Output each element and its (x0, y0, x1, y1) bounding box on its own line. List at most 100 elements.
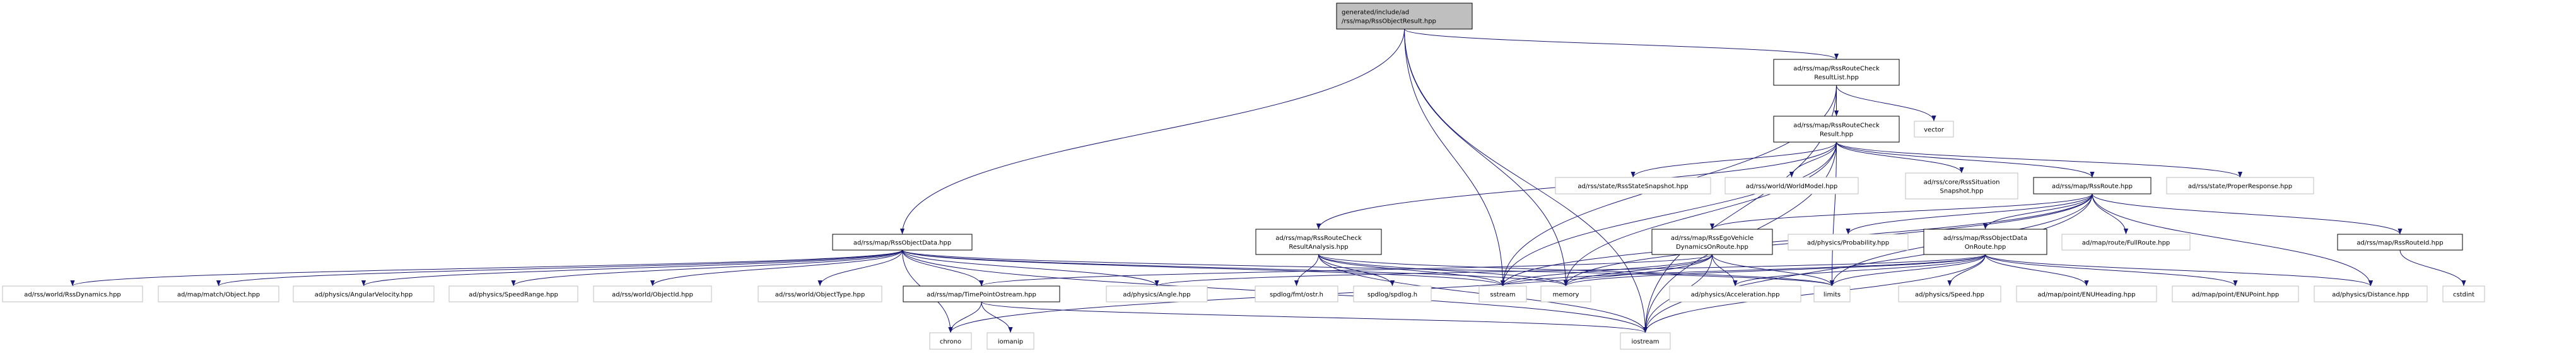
edge-root-to-rcrl (1404, 28, 1839, 60)
node-box (1651, 229, 1773, 255)
edge-objroute-to-accel (1733, 254, 1986, 287)
edge-rcr-to-limits (1829, 141, 1837, 287)
edge-route-to-ego (1710, 193, 2093, 230)
edge-objroute-to-limits (1829, 254, 1986, 287)
node-objtype: ad/rss/world/ObjectType.hpp (758, 285, 882, 302)
node-chrono: chrono (929, 332, 972, 350)
node-label: iomanip (998, 338, 1023, 345)
node-label: ad/physics/Probability.hpp (1807, 240, 1889, 247)
node-speedrange: ad/physics/SpeedRange.hpp (448, 285, 578, 302)
node-box (832, 234, 973, 251)
edge-tpo-to-iomanip (981, 301, 1013, 333)
node-box (1773, 116, 1900, 143)
edge-objroute-to-sstream (1501, 254, 1986, 287)
node-label: cstdint (2453, 292, 2474, 299)
node-route[interactable]: ad/rss/map/RssRoute.hpp (2033, 177, 2152, 194)
node-prob: ad/physics/Probability.hpp (1788, 234, 1909, 251)
edges-layer (70, 28, 2466, 333)
node-speed: ad/physics/Speed.hpp (1898, 285, 2001, 302)
edge-ego-to-tpo (979, 254, 1712, 287)
node-iostream: iostream (1620, 332, 1671, 350)
node-box (2, 285, 143, 302)
node-box (1620, 332, 1671, 350)
node-box (758, 285, 882, 302)
node-objid: ad/rss/world/ObjectId.hpp (593, 285, 712, 302)
node-label: ad/physics/AngularVelocity.hpp (315, 292, 413, 299)
edge-ego-to-sstream (1501, 254, 1712, 287)
node-box (293, 285, 435, 302)
node-label: ad/map/match/Object.hpp (177, 292, 260, 299)
node-tpo[interactable]: ad/rss/map/TimePointOstream.hpp (903, 285, 1060, 302)
node-analysis[interactable]: ad/rss/map/RssRouteCheckResultAnalysis.h… (1255, 229, 1382, 255)
node-box (2337, 234, 2463, 251)
edge-rcr-to-sstream (1500, 141, 1837, 287)
node-label: ad/rss/map/TimePointOstream.hpp (927, 292, 1036, 299)
edge-objroute-to-enuh (1985, 254, 2089, 287)
node-label: ad/map/point/ENUPoint.hpp (2192, 292, 2279, 299)
node-label: ad/rss/core/RssSituation (1924, 179, 2000, 186)
node-objdata[interactable]: ad/rss/map/RssObjectData.hpp (832, 234, 973, 251)
node-label: ad/rss/world/RssDynamics.hpp (24, 292, 121, 299)
node-label: chrono (940, 338, 961, 345)
node-routeid[interactable]: ad/rss/map/RssRouteId.hpp (2337, 234, 2463, 251)
edge-objdata-to-mobj (216, 249, 903, 287)
edge-analysis-to-ostr (1294, 254, 1319, 287)
node-label: spdlog/fmt/ostr.h (1270, 292, 1323, 299)
edge-route-to-fullroute (2092, 193, 2129, 235)
node-box (929, 332, 972, 350)
node-label: ad/rss/map/RssRoute.hpp (2052, 183, 2133, 190)
edge-objdata-to-angvel (361, 249, 903, 287)
node-label: ad/map/point/ENUHeading.hpp (2037, 292, 2135, 299)
node-box (1106, 285, 1208, 302)
node-mobj: ad/map/match/Object.hpp (158, 285, 279, 302)
node-label: ad/rss/world/ObjectId.hpp (612, 292, 693, 299)
node-box (1724, 177, 1859, 194)
node-box (2442, 285, 2485, 302)
edge-rcr-to-sitsnap (1836, 141, 1964, 174)
edge-root-to-objdata (899, 28, 1405, 235)
node-root[interactable]: generated/include/ad/rss/map/RssObjectRe… (1336, 3, 1473, 30)
node-box (2314, 285, 2428, 302)
node-box (2016, 285, 2157, 302)
edge-analysis-to-sstream (1318, 254, 1505, 287)
node-box (1555, 177, 1711, 194)
edge-objroute-to-angle (1154, 254, 1986, 287)
node-box (1788, 234, 1909, 251)
node-box (1905, 172, 2018, 200)
edge-objdata-to-memory (902, 249, 1568, 287)
edge-root-to-memory (1404, 28, 1569, 287)
node-stsnap: ad/rss/state/RssStateSnapshot.hpp (1555, 177, 1711, 194)
node-label: ad/rss/state/RssStateSnapshot.hpp (1578, 183, 1688, 190)
edge-rcr-to-world (1789, 141, 1837, 178)
nodes-layer: generated/include/ad/rss/map/RssObjectRe… (2, 3, 2485, 350)
node-label: ad/rss/map/RssRouteId.hpp (2356, 240, 2443, 247)
node-label: ad/rss/state/ProperResponse.hpp (2188, 183, 2292, 190)
node-box (1540, 285, 1591, 302)
node-box (593, 285, 712, 302)
node-cstdint: cstdint (2442, 285, 2485, 302)
node-box (1914, 121, 1954, 138)
node-label: ad/physics/Distance.hpp (2332, 292, 2409, 299)
node-box (1898, 285, 2001, 302)
node-label: ad/rss/map/RssRouteCheck (1275, 235, 1362, 242)
node-accel: ad/physics/Acceleration.hpp (1669, 285, 1801, 302)
node-ego[interactable]: ad/rss/map/RssEgoVehicleDynamicsOnRoute.… (1651, 229, 1773, 255)
edge-objroute-to-speed (1947, 254, 1986, 287)
node-enuh: ad/map/point/ENUHeading.hpp (2016, 285, 2157, 302)
node-label: ad/rss/map/RssObjectData (1943, 235, 2027, 242)
node-label: vector (1924, 127, 1945, 134)
node-box (1773, 59, 1900, 86)
node-world: ad/rss/world/WorldModel.hpp (1724, 177, 1859, 194)
node-box (1353, 285, 1432, 302)
edge-rcr-to-memory (1563, 141, 1837, 287)
node-label: iostream (1632, 338, 1660, 345)
node-label: ad/physics/Speed.hpp (1915, 292, 1984, 299)
node-limits: limits (1813, 285, 1851, 302)
edge-objdata-to-objid (650, 249, 903, 287)
node-box (158, 285, 279, 302)
edge-objdata-to-sstream (902, 249, 1505, 287)
